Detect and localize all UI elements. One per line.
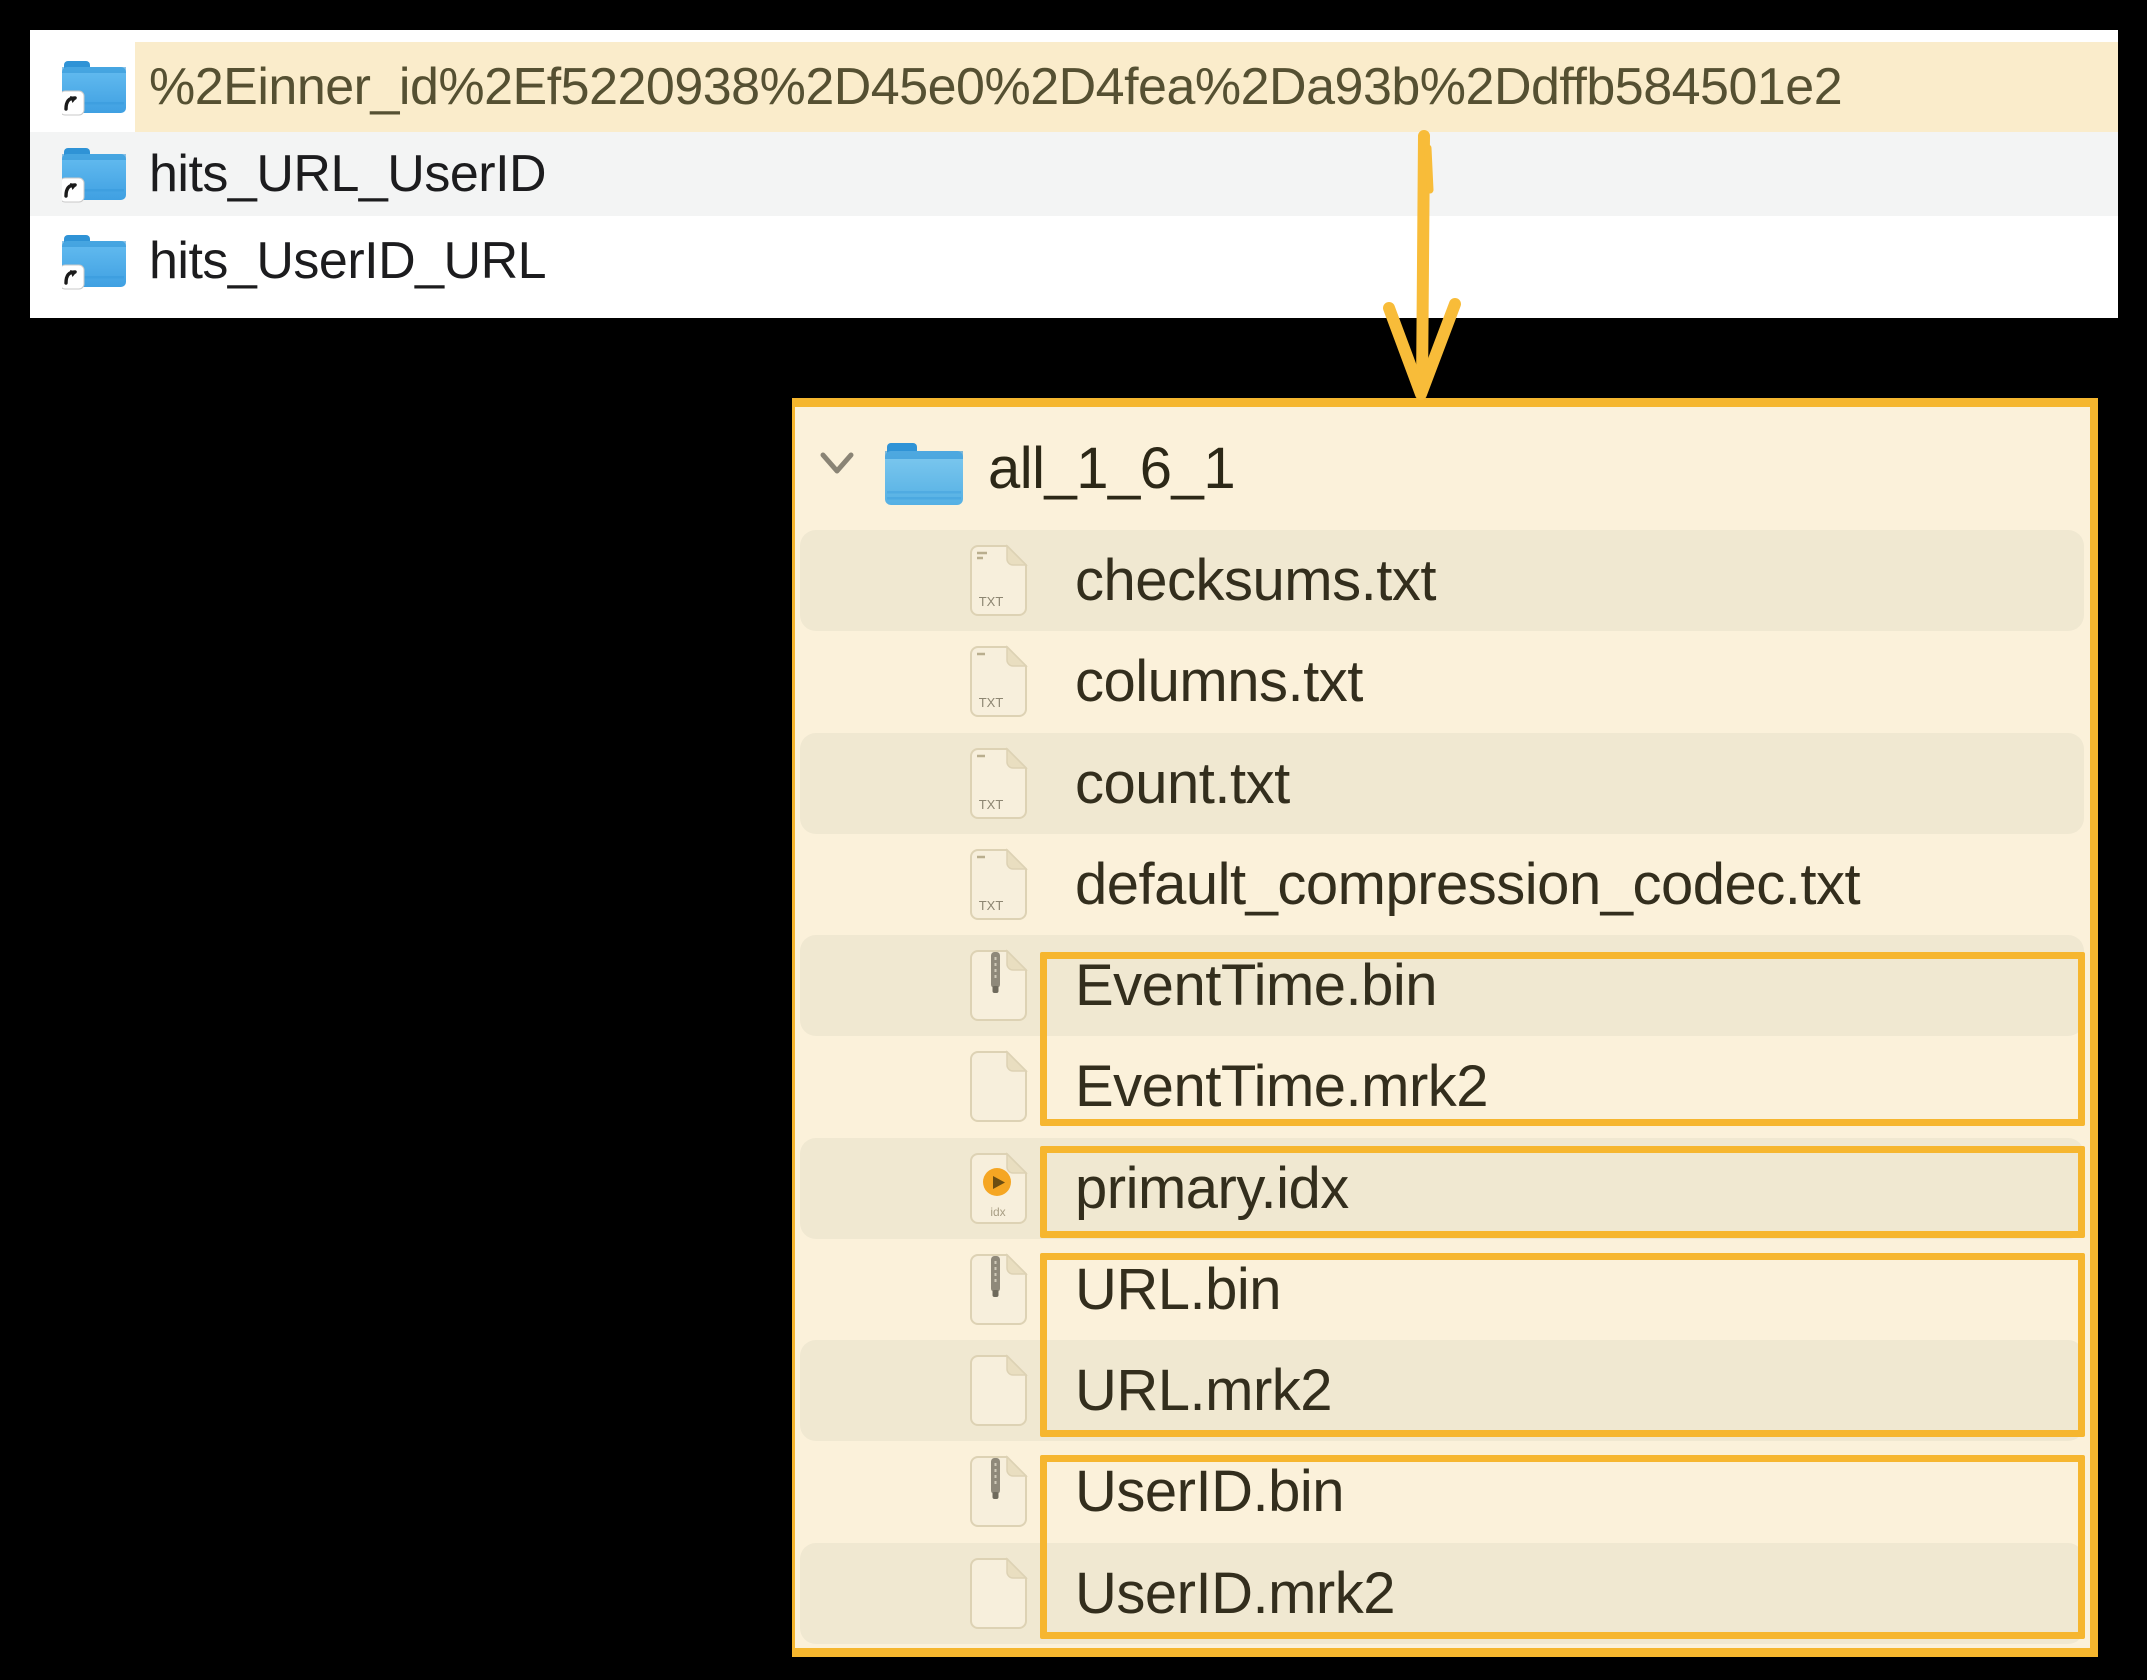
- alias-folder-icon: [62, 145, 126, 203]
- idx-file-icon: idx: [967, 1152, 1030, 1225]
- finder-row-inner-id[interactable]: %2Einner_id%2Ef5220938%2D45e0%2D4fea%2Da…: [30, 42, 2118, 132]
- root-folder-label: all_1_6_1: [988, 436, 1236, 501]
- tree-row-url-mrk2[interactable]: URL.mrk2: [795, 1340, 2090, 1441]
- txt-file-icon: TXT: [967, 848, 1030, 921]
- selected-row-highlight: %2Einner_id%2Ef5220938%2D45e0%2D4fea%2Da…: [135, 42, 2118, 132]
- tree-row-userid-mrk2[interactable]: UserID.mrk2: [795, 1543, 2090, 1644]
- tree-row-checksums[interactable]: TXT checksums.txt: [795, 530, 2090, 631]
- part-directory-tree-panel: all_1_6_1 TXT checksums.txt TXT columns.…: [792, 398, 2098, 1657]
- file-name-label: EventTime.bin: [1075, 953, 1438, 1018]
- file-name-label: columns.txt: [1075, 649, 1363, 714]
- tree-row-userid-bin[interactable]: UserID.bin: [795, 1441, 2090, 1542]
- file-name-label: count.txt: [1075, 751, 1290, 816]
- svg-text:idx: idx: [990, 1205, 1005, 1219]
- tree-row-columns[interactable]: TXT columns.txt: [795, 631, 2090, 732]
- chevron-down-icon[interactable]: [820, 451, 854, 477]
- tree-row-primary-idx[interactable]: idx primary.idx: [795, 1138, 2090, 1239]
- svg-text:TXT: TXT: [979, 898, 1004, 913]
- tree-row-url-bin[interactable]: URL.bin: [795, 1239, 2090, 1340]
- file-name-label: checksums.txt: [1075, 548, 1436, 613]
- finder-row-hits-url-userid[interactable]: hits_URL_UserID: [30, 132, 2118, 216]
- folder-name-label: hits_URL_UserID: [149, 145, 547, 203]
- bin-file-icon: [967, 1253, 1030, 1326]
- txt-file-icon: TXT: [967, 544, 1030, 617]
- file-name-label: URL.bin: [1075, 1257, 1282, 1322]
- finder-list-panel: %2Einner_id%2Ef5220938%2D45e0%2D4fea%2Da…: [30, 30, 2118, 318]
- tree-row-count[interactable]: TXT count.txt: [795, 733, 2090, 834]
- bin-file-icon: [967, 949, 1030, 1022]
- svg-text:TXT: TXT: [979, 797, 1004, 812]
- txt-file-icon: TXT: [967, 747, 1030, 820]
- tree-root-row[interactable]: all_1_6_1: [795, 407, 2090, 530]
- file-name-label: UserID.mrk2: [1075, 1561, 1395, 1626]
- folder-name-label: hits_UserID_URL: [149, 232, 547, 290]
- folder-icon: [885, 443, 963, 505]
- alias-folder-icon: [62, 58, 126, 116]
- blank-file-icon: [967, 1354, 1030, 1427]
- file-name-label: primary.idx: [1075, 1156, 1349, 1221]
- finder-row-hits-userid-url[interactable]: hits_UserID_URL: [30, 216, 2118, 306]
- svg-text:TXT: TXT: [979, 695, 1004, 710]
- file-name-label: default_compression_codec.txt: [1075, 852, 1861, 917]
- blank-file-icon: [967, 1557, 1030, 1630]
- bin-file-icon: [967, 1455, 1030, 1528]
- tree-row-eventtime-mrk2[interactable]: EventTime.mrk2: [795, 1036, 2090, 1137]
- file-name-label: EventTime.mrk2: [1075, 1054, 1489, 1119]
- svg-text:TXT: TXT: [979, 594, 1004, 609]
- alias-folder-icon: [62, 232, 126, 290]
- file-name-label: URL.mrk2: [1075, 1358, 1333, 1423]
- file-name-label: UserID.bin: [1075, 1459, 1344, 1524]
- tree-row-eventtime-bin[interactable]: EventTime.bin: [795, 935, 2090, 1036]
- tree-row-default-compression-codec[interactable]: TXT default_compression_codec.txt: [795, 834, 2090, 935]
- blank-file-icon: [967, 1050, 1030, 1123]
- folder-name-label: %2Einner_id%2Ef5220938%2D45e0%2D4fea%2Da…: [149, 58, 1843, 116]
- txt-file-icon: TXT: [967, 645, 1030, 718]
